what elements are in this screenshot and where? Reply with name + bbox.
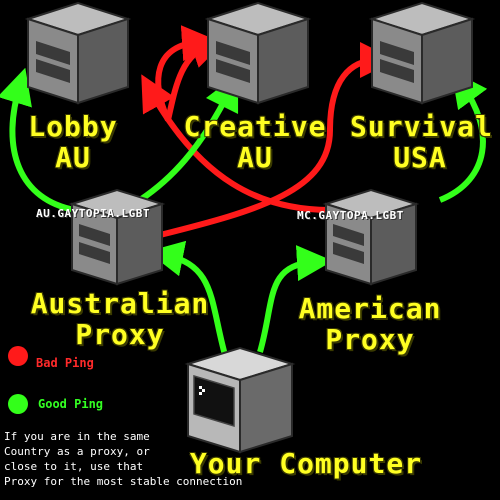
red-arrow-australian-to-survival: [159, 42, 396, 238]
label-survival-usa-line-2: USA: [393, 141, 447, 174]
legend-good-dot: [8, 394, 28, 414]
legend-bad-dot: [8, 346, 28, 366]
label-your-computer: Your Computer: [189, 447, 423, 480]
note-line-2: Country as a proxy, or: [4, 445, 150, 458]
label-creative-au-line-2: AU: [237, 141, 273, 174]
label-american-proxy-line-1: American: [298, 292, 442, 325]
note-line-3: close to it, use that: [4, 460, 144, 473]
red-arrow-lobby-to-creative: [155, 25, 218, 122]
label-australian-proxy-line-1: Australian: [30, 287, 210, 320]
computer-screen: [193, 374, 235, 428]
domain-au: AU.GAYTOPIA.LGBT: [36, 207, 150, 220]
legend-bad-label: Bad Ping: [36, 356, 94, 370]
note-line-4: Proxy for the most stable connection: [4, 475, 243, 488]
legend-good-label: Good Ping: [38, 397, 104, 411]
label-lobby-au-line-2: AU: [55, 141, 91, 174]
red-arrow-american-to-lobby: [141, 74, 331, 213]
server-american-proxy: [322, 188, 420, 286]
label-lobby-au-line-1: Lobby: [28, 110, 118, 143]
label-australian-proxy-line-2: Proxy: [75, 318, 165, 351]
server-survival-usa: [368, 1, 476, 105]
green-arrow-australian-to-creative: [138, 73, 239, 203]
server-creative-au: [204, 1, 312, 105]
green-arrow-american-to-survival: [438, 70, 488, 203]
red-arrow-loop: [165, 33, 228, 121]
green-arrow-computer-to-australian: [147, 240, 228, 356]
computer-block: [184, 346, 296, 454]
label-american-proxy-line-2: Proxy: [325, 323, 415, 356]
usage-note: If you are in the same Country as a prox…: [4, 429, 243, 489]
server-australian-proxy: [68, 188, 166, 286]
note-line-1: If you are in the same: [4, 430, 150, 443]
domain-mc: MC.GAYTOPA.LGBT: [297, 209, 404, 222]
label-survival-usa-line-1: Survival: [350, 110, 493, 143]
green-arrow-computer-to-american: [257, 245, 333, 353]
green-arrow-australian-to-lobby: [0, 67, 76, 213]
label-creative-au-line-1: Creative: [183, 110, 327, 143]
server-lobby-au: [24, 1, 132, 105]
